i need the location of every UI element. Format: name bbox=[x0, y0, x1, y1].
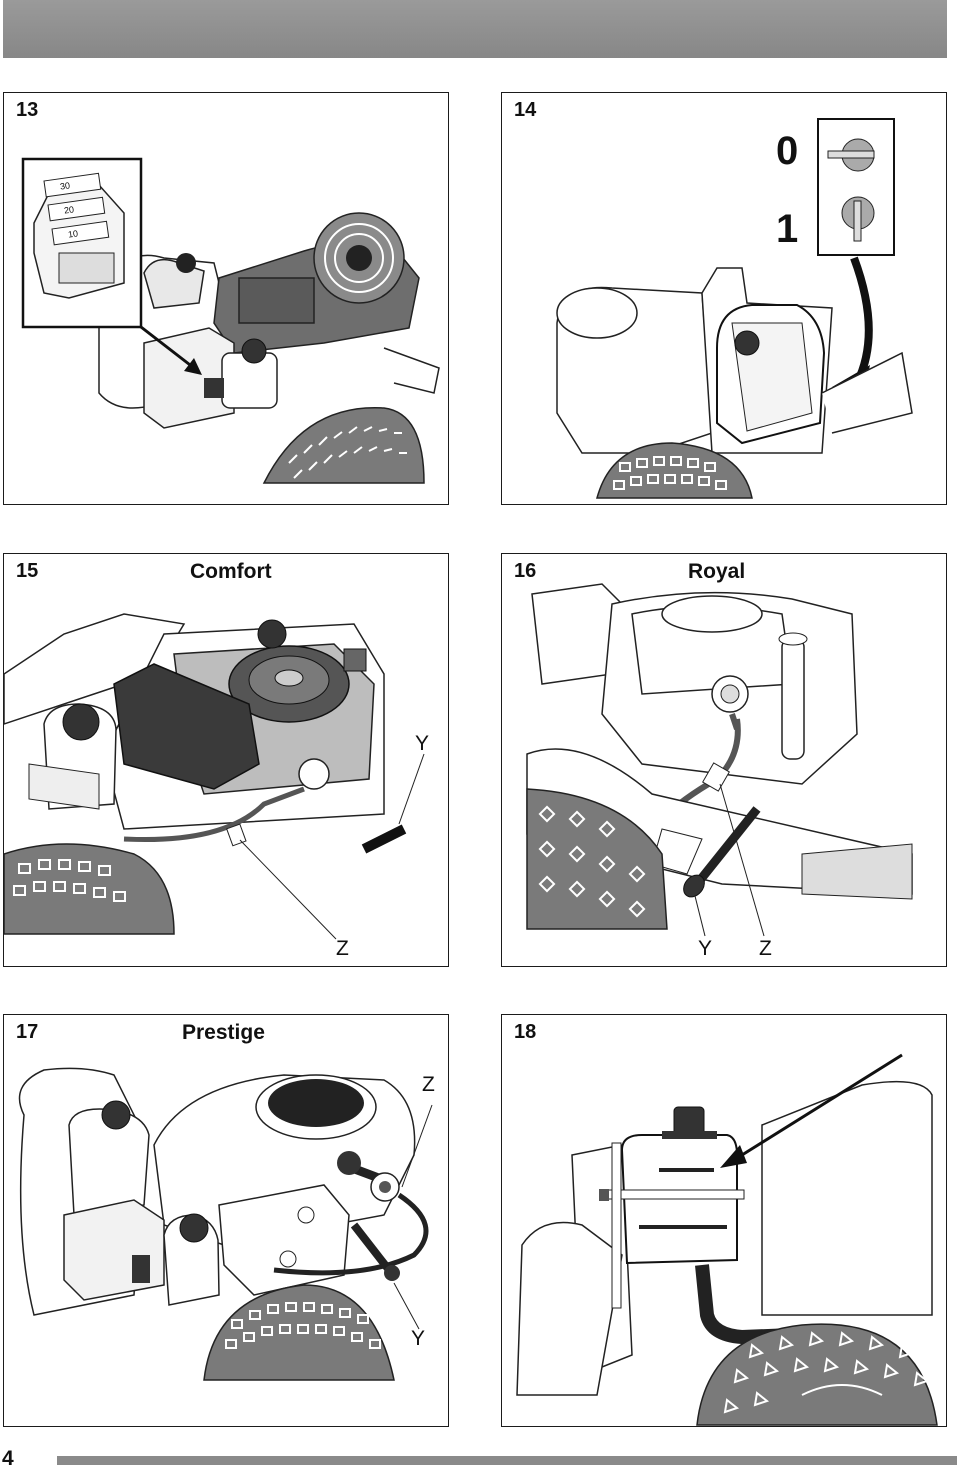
figure-title: Prestige bbox=[182, 1021, 265, 1044]
figure-14-panel: 14 0 1 bbox=[501, 92, 947, 505]
callout-z: Z bbox=[422, 1073, 435, 1096]
header-bar bbox=[3, 0, 947, 58]
figure-number: 17 bbox=[16, 1021, 39, 1043]
figure-title: Royal bbox=[688, 560, 746, 583]
figure-number: 14 bbox=[514, 99, 537, 121]
figure-number: 18 bbox=[514, 1021, 537, 1043]
figure-number: 16 bbox=[514, 560, 537, 582]
figure-17-panel: 17 Prestige Z Y bbox=[3, 1014, 449, 1427]
fuse-label-20: 20 bbox=[63, 204, 75, 216]
figure-18-illustration bbox=[516, 1053, 938, 1426]
page-number: 4 bbox=[2, 1447, 14, 1470]
figure-18-panel: 18 bbox=[501, 1014, 947, 1427]
figure-13-panel: 13 30 20 10 bbox=[3, 92, 449, 505]
switch-label-off: 0 bbox=[776, 129, 799, 173]
figure-number: 13 bbox=[16, 99, 39, 121]
figure-17-illustration bbox=[18, 1067, 433, 1381]
callout-y: Y bbox=[411, 1327, 426, 1350]
fuse-label-30: 30 bbox=[59, 180, 71, 192]
callout-y: Y bbox=[698, 937, 713, 960]
figure-16-panel: 16 Royal Y Z bbox=[501, 553, 947, 967]
figure-16-illustration bbox=[526, 583, 913, 937]
fuse-label-10: 10 bbox=[67, 228, 79, 240]
figure-number: 15 bbox=[16, 560, 39, 582]
figure-13-illustration bbox=[21, 157, 440, 484]
callout-y: Y bbox=[415, 732, 430, 755]
figure-title: Comfort bbox=[190, 560, 272, 583]
footer-bar bbox=[57, 1456, 957, 1465]
figure-14-illustration bbox=[556, 118, 913, 499]
figure-15-panel: 15 Comfort Y Z bbox=[3, 553, 449, 967]
callout-z: Z bbox=[759, 937, 772, 960]
switch-label-on: 1 bbox=[776, 207, 799, 251]
figure-15-illustration bbox=[4, 613, 425, 940]
callout-z: Z bbox=[336, 937, 349, 960]
